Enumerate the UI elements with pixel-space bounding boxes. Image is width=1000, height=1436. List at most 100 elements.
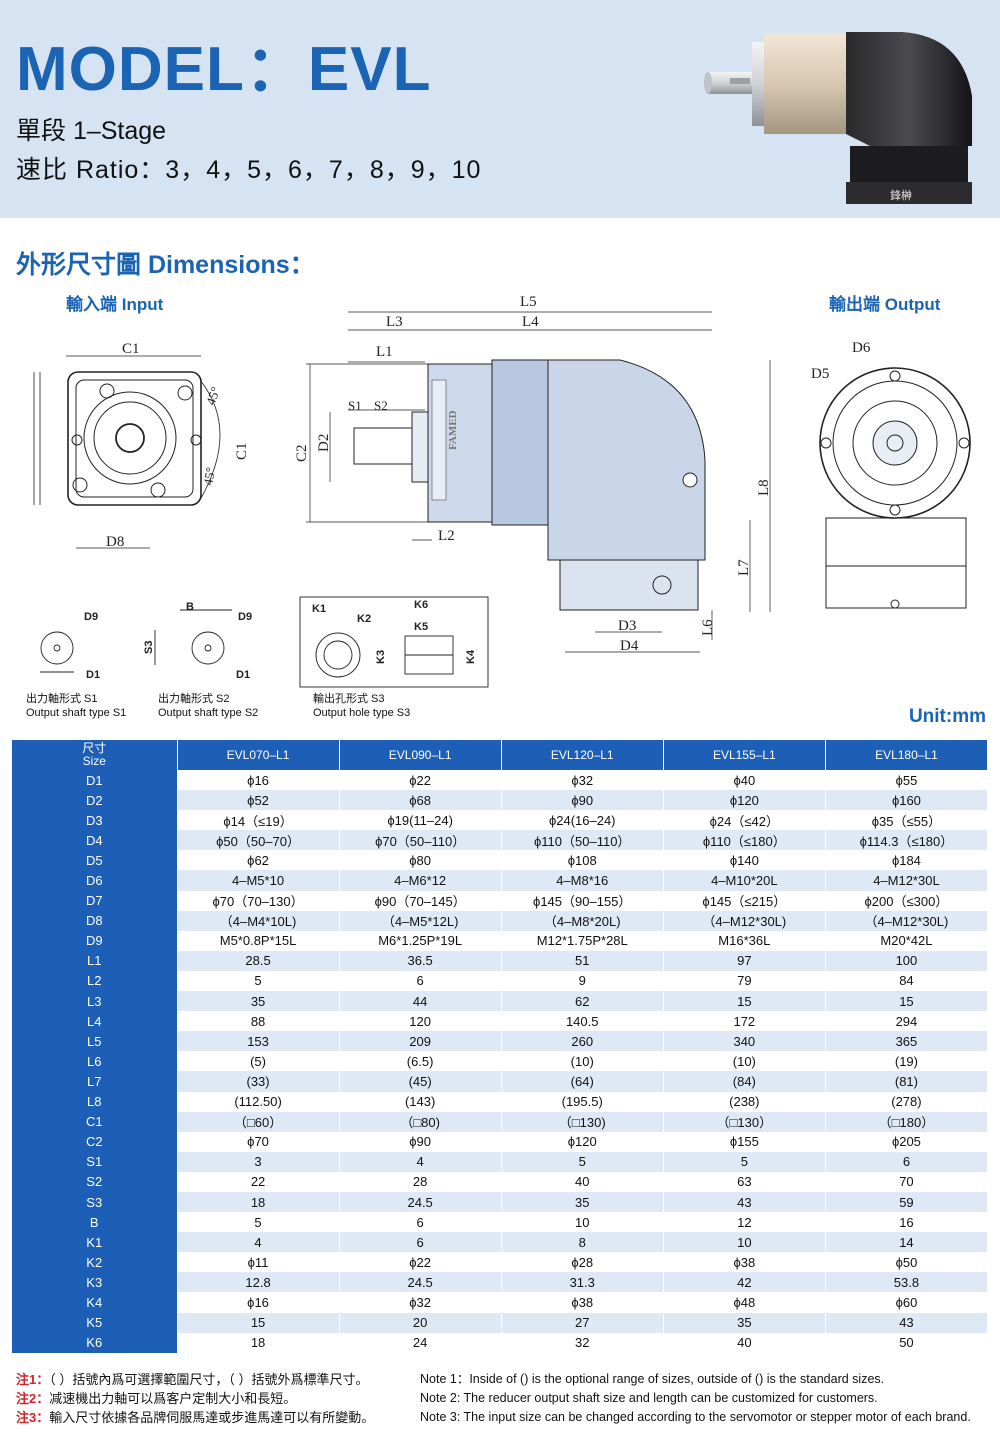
table-cell: 15 (177, 1312, 340, 1333)
note-zh-2: 注2：减速機出力軸可以爲客户定制大小和長短。 (16, 1391, 297, 1406)
table-cell: 4 (339, 1151, 502, 1172)
table-cell: （4–M5*12L) (339, 910, 502, 931)
table-cell: 365 (825, 1031, 989, 1052)
table-cell: ϕ38 (663, 1252, 826, 1273)
dim-l1: L1 (376, 344, 393, 360)
table-cell: 140.5 (501, 1011, 664, 1032)
table-cell: 53.8 (825, 1272, 989, 1293)
table-cell: 43 (825, 1312, 989, 1333)
table-cell: 172 (663, 1011, 826, 1032)
table-cell: 20 (339, 1312, 502, 1333)
table-cell: （□180） (825, 1111, 989, 1132)
notes-chinese: 注1：（ ）括號內爲可選擇範圍尺寸，（ ）括號外爲標準尺寸。 注2：减速機出力軸… (16, 1370, 374, 1427)
dim-l2: L2 (438, 528, 455, 544)
table-cell: ϕ50（50–70） (177, 830, 340, 851)
table-cell: M20*42L (825, 930, 989, 951)
table-cell: ϕ140 (663, 850, 826, 871)
table-cell: ϕ70（50–110） (339, 830, 502, 851)
dim-angle-top: 45° (203, 385, 223, 407)
table-cell: ϕ90 (339, 1131, 502, 1152)
row-label: D7 (12, 890, 178, 911)
column-header: EVL120–L1 (501, 740, 664, 770)
table-cell: （□130) (501, 1111, 664, 1132)
table-cell: 28.5 (177, 950, 340, 971)
dim-d2: D2 (316, 434, 332, 452)
shaft-type-s3 (299, 596, 489, 688)
table-cell: 50 (825, 1332, 989, 1353)
table-cell: (84) (663, 1071, 826, 1092)
table-cell: ϕ14（≤19） (177, 810, 340, 831)
table-cell: 62 (501, 991, 664, 1012)
s3-label-k3: K3 (375, 650, 387, 664)
row-label: D9 (12, 930, 178, 951)
shaft-type-s1 (40, 631, 74, 673)
table-cell: 6 (339, 1212, 502, 1233)
dim-d4: D4 (620, 638, 639, 654)
row-label: S2 (12, 1171, 178, 1192)
table-cell: ϕ70 (177, 1131, 340, 1152)
table-cell: 35 (177, 991, 340, 1012)
table-cell: 120 (339, 1011, 502, 1032)
s3-label-k5: K5 (414, 621, 428, 633)
table-cell: 18 (177, 1191, 340, 1213)
table-cell: 28 (339, 1171, 502, 1192)
table-cell: ϕ11 (177, 1252, 340, 1273)
table-cell: 4–M12*30L (825, 870, 989, 891)
row-label: D5 (12, 850, 178, 871)
s2-label-b: B (186, 601, 194, 613)
table-cell: ϕ55 (825, 770, 989, 791)
table-cell: ϕ110（50–110） (501, 830, 664, 851)
table-cell: 27 (501, 1312, 664, 1333)
column-header: EVL180–L1 (825, 740, 989, 770)
table-cell: (19) (825, 1051, 989, 1072)
note-zh-1: 注1：（ ）括號內爲可選擇範圍尺寸，（ ）括號外爲標準尺寸。 (16, 1372, 369, 1387)
dim-c1-top: C1 (122, 341, 140, 357)
output-label: 輸出端 Output (829, 295, 941, 314)
table-cell: 79 (663, 970, 826, 992)
table-cell: 43 (663, 1191, 826, 1213)
brand-famed: FAMED (447, 410, 459, 450)
table-cell: (64) (501, 1071, 664, 1092)
table-cell: （□130） (663, 1111, 826, 1132)
table-cell: 14 (825, 1232, 989, 1253)
table-cell: ϕ28 (501, 1252, 664, 1273)
dimension-drawing: C1 C1 45° 45° D8 L5 L3 L4 L1 S1 (33, 294, 971, 688)
dim-l5: L5 (520, 294, 537, 310)
table-cell: 31.3 (501, 1272, 664, 1293)
table-cell: ϕ205 (825, 1131, 989, 1152)
s3-label-k4: K4 (465, 649, 477, 664)
table-cell: ϕ24(16–24) (501, 810, 664, 831)
row-label: L6 (12, 1051, 178, 1072)
input-label: 輸入端 Input (66, 295, 164, 314)
table-cell: ϕ145（≤215） (663, 890, 826, 911)
row-label: K4 (12, 1292, 178, 1313)
dim-l7: L7 (736, 559, 752, 576)
table-cell: ϕ80 (339, 850, 502, 871)
dim-l6: L6 (700, 619, 716, 636)
table-cell: ϕ19(11–24) (339, 810, 502, 831)
table-cell: 340 (663, 1031, 826, 1052)
row-label: K1 (12, 1232, 178, 1253)
table-cell: 24 (339, 1332, 502, 1353)
table-cell: 6 (825, 1151, 989, 1172)
table-cell: 42 (663, 1272, 826, 1293)
table-cell: 9 (501, 970, 664, 992)
table-cell: 15 (663, 991, 826, 1012)
table-cell: (238) (663, 1091, 826, 1112)
table-cell: 44 (339, 991, 502, 1012)
table-cell: 3 (177, 1151, 340, 1172)
